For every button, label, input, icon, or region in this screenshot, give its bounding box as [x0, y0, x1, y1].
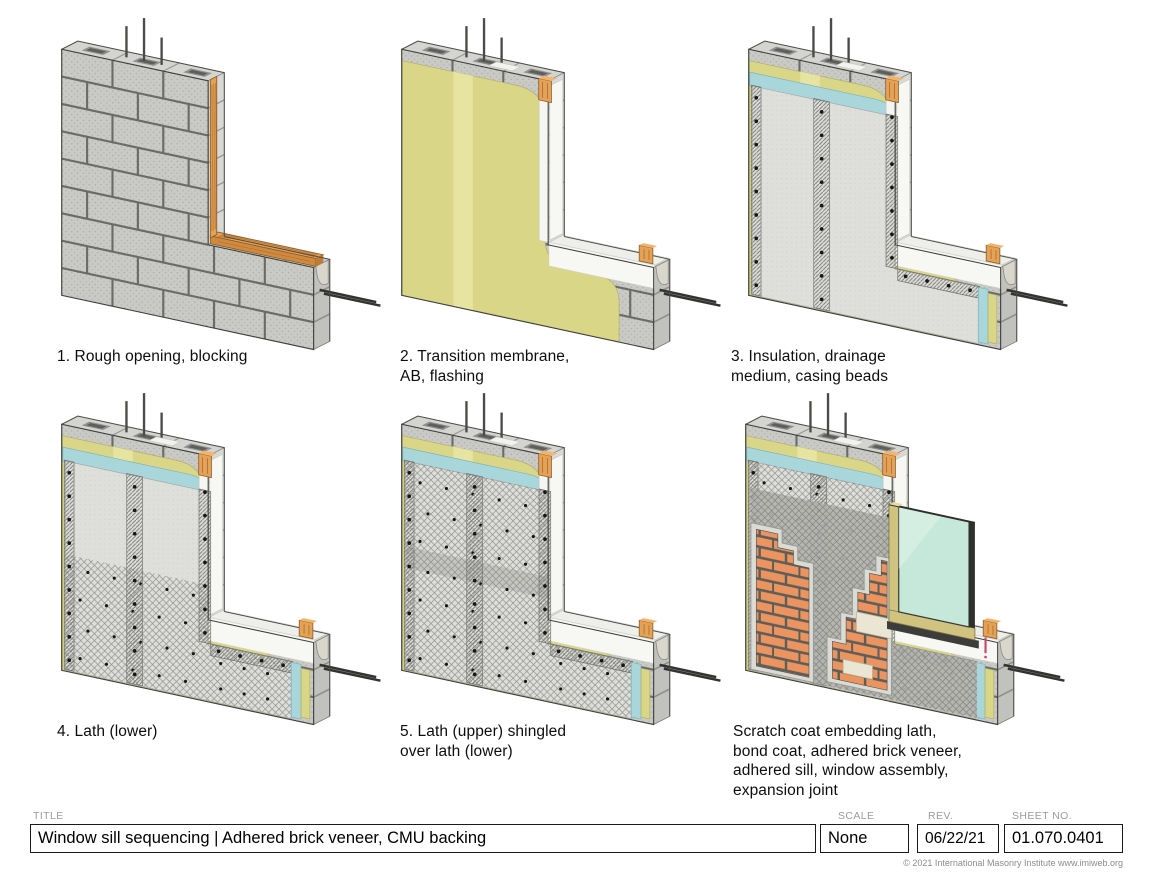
panel-step-6: Scratch coat embedding lath, bond coat, …	[728, 391, 1073, 799]
titleblock-scale-box: None	[820, 824, 909, 853]
caption-step-5: 5. Lath (upper) shingled over lath (lowe…	[400, 723, 567, 760]
sheet-title: Window sill sequencing | Adhered brick v…	[38, 829, 487, 847]
panel-step-2: 2. Transition membrane, AB, flashing	[390, 16, 735, 396]
panel-step-5: 5. Lath (upper) shingled over lath (lowe…	[390, 391, 735, 771]
titleblock-title-label: TITLE	[33, 810, 64, 822]
panel-step-1: 1. Rough opening, blocking	[50, 16, 395, 396]
titleblock-sheet-box: 01.070.0401	[1004, 824, 1123, 853]
diagram-lath-upper	[400, 393, 721, 726]
sheet-number: 01.070.0401	[1012, 829, 1104, 847]
panel-step-4: 4. Lath (lower)	[50, 391, 395, 771]
diagram-insulation-drainage	[747, 18, 1068, 351]
diagram-finished-assembly	[744, 393, 1065, 726]
titleblock-sheet-label: SHEET NO.	[1012, 810, 1073, 822]
diagram-transition-membrane	[400, 18, 721, 351]
titleblock-rev-box: 06/22/21	[917, 824, 999, 853]
caption-step-2: 2. Transition membrane, AB, flashing	[400, 348, 570, 385]
caption-step-3: 3. Insulation, drainage medium, casing b…	[731, 348, 889, 385]
titleblock-scale-label: SCALE	[838, 810, 875, 822]
copyright-text: © 2021 International Masonry Institute w…	[903, 858, 1123, 868]
panel-step-3: 3. Insulation, drainage medium, casing b…	[729, 16, 1074, 396]
titleblock-title-box: Window sill sequencing | Adhered brick v…	[30, 824, 816, 853]
scale-value: None	[828, 829, 868, 847]
titleblock-rev-label: REV.	[928, 810, 954, 822]
diagram-lath-lower	[60, 393, 381, 726]
rev-date: 06/22/21	[925, 829, 986, 847]
caption-step-4: 4. Lath (lower)	[57, 723, 158, 740]
caption-step-6: Scratch coat embedding lath, bond coat, …	[733, 723, 962, 799]
diagram-rough-opening	[60, 18, 381, 351]
caption-step-1: 1. Rough opening, blocking	[57, 348, 248, 365]
